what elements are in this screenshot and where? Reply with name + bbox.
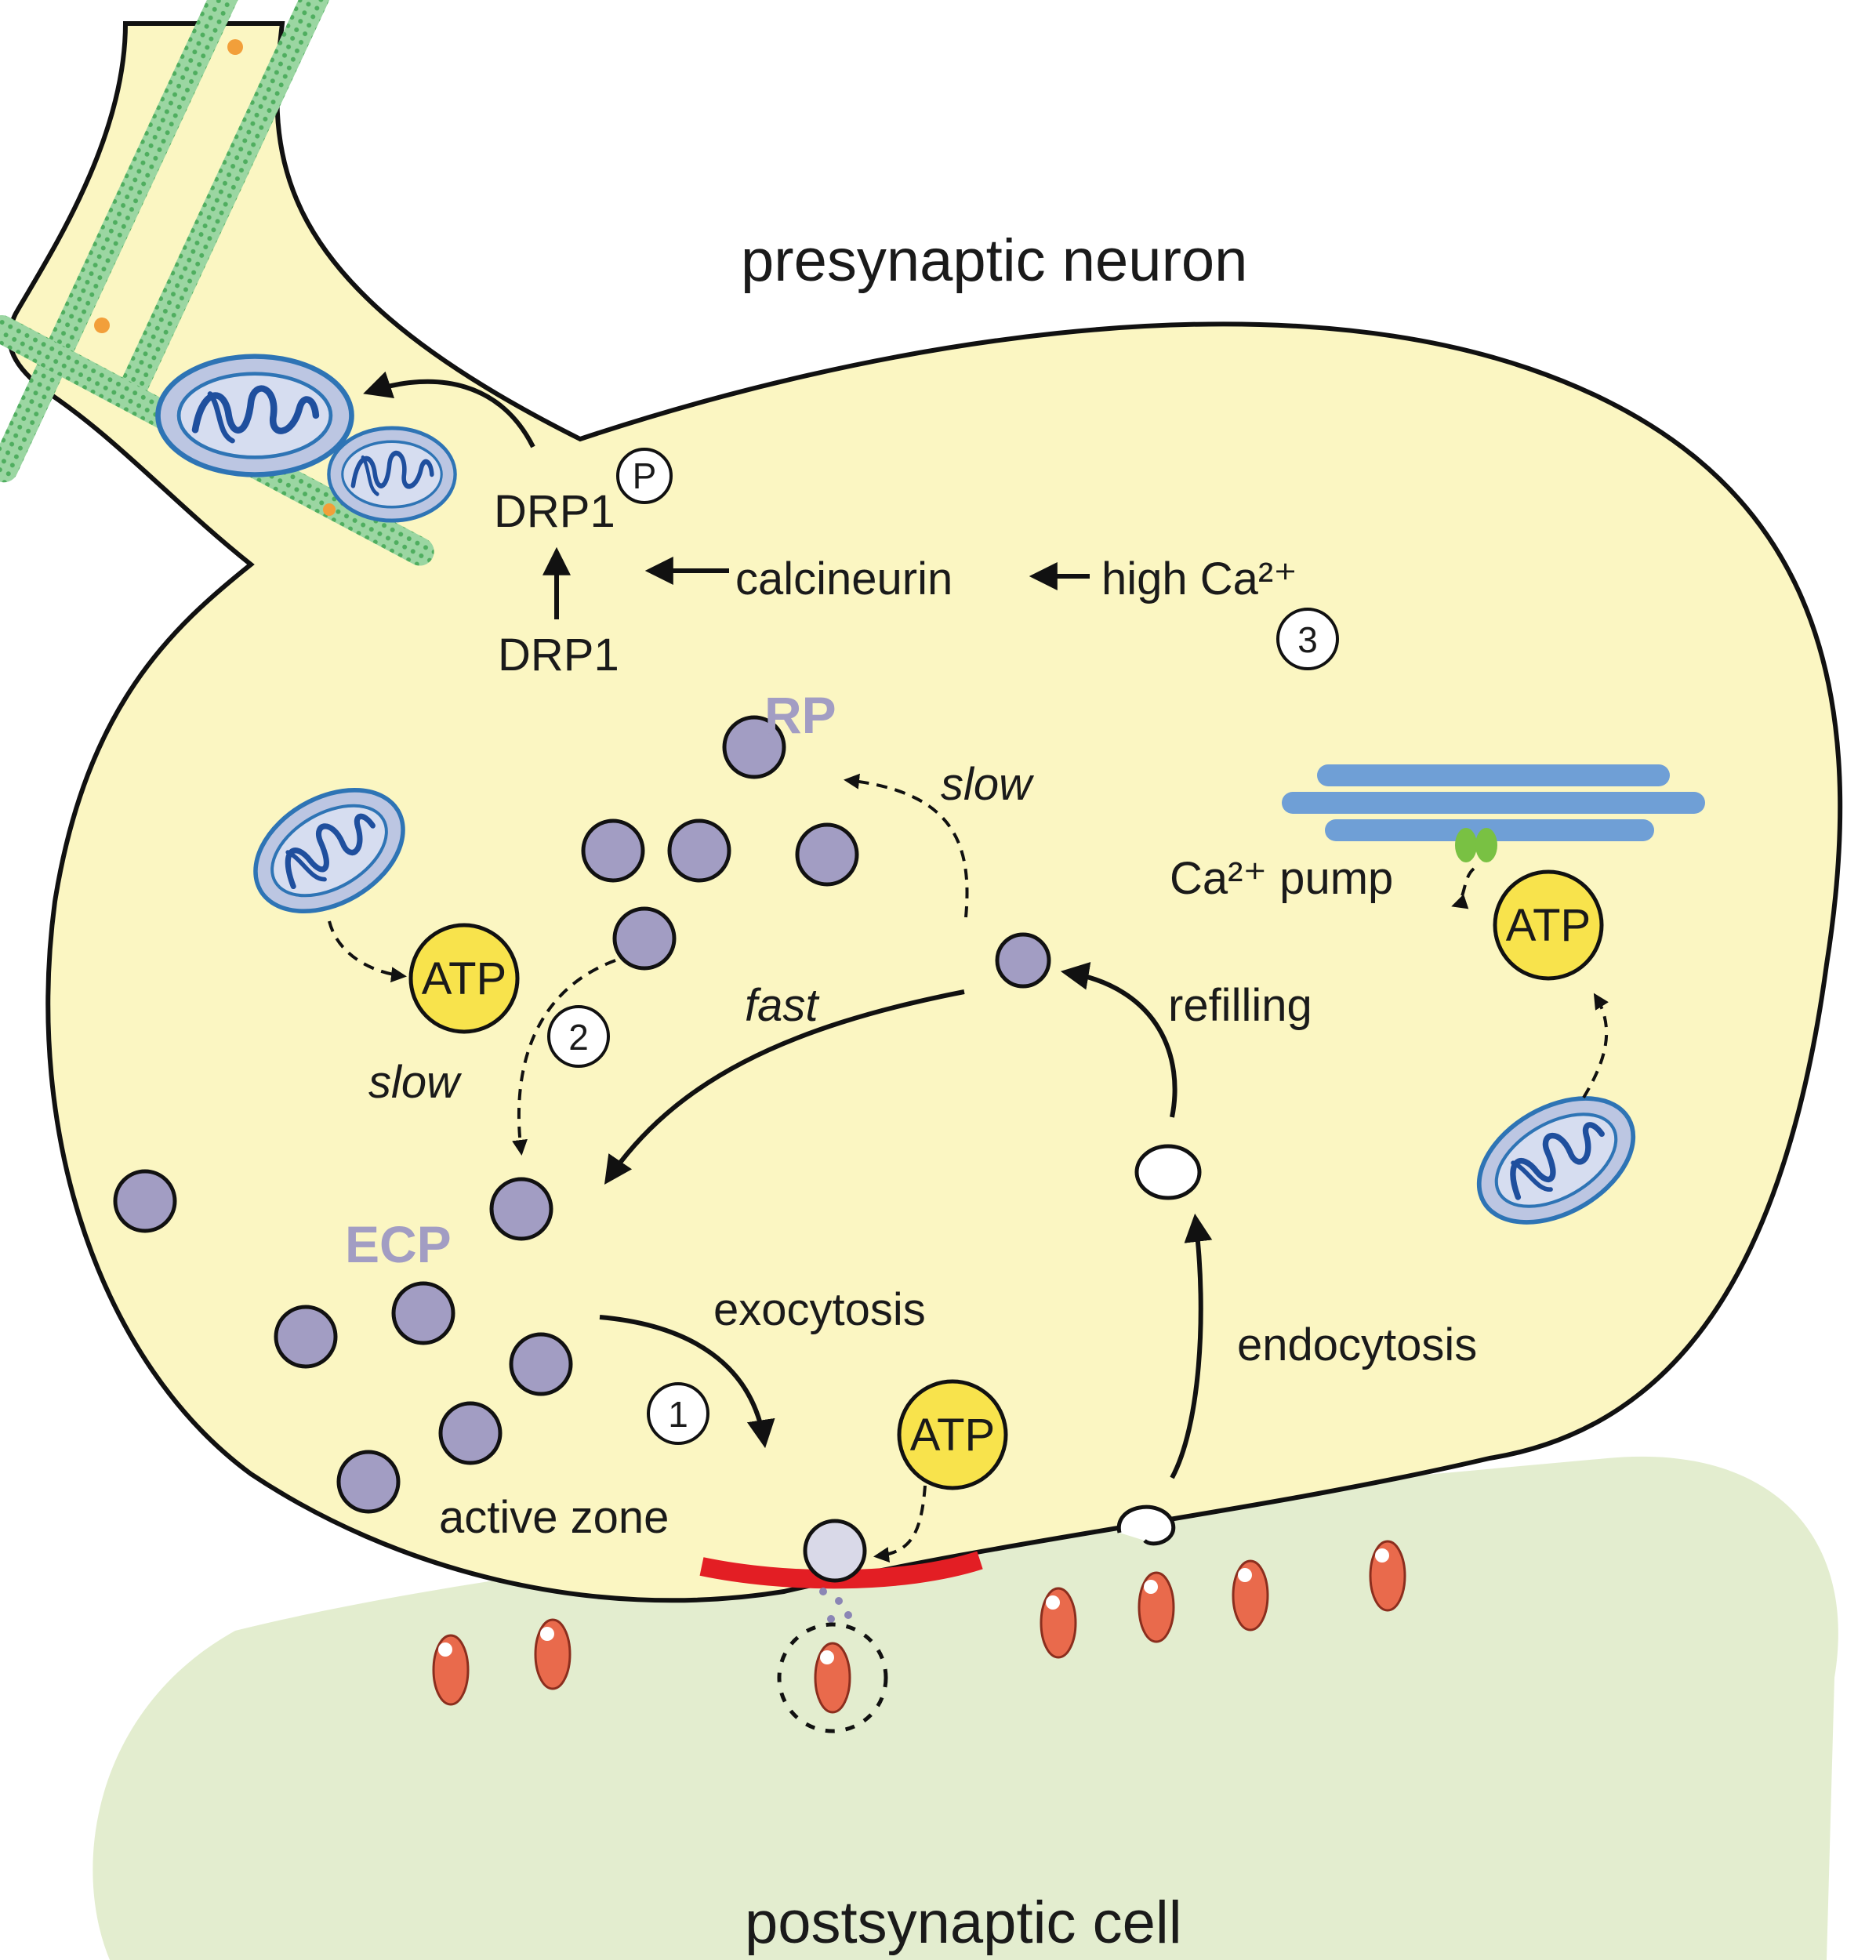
step-3-badge: 3 [1276,608,1339,670]
presynaptic-neuron-body [7,21,1843,1603]
svg-text:ATP: ATP [422,953,507,1004]
atp-bottom: ATP [897,1379,1008,1490]
calcineurin-label: calcineurin [735,554,953,604]
refilling-label: refilling [1168,980,1312,1031]
slow-rp-label: slow [941,759,1034,810]
solid-arrows [363,371,1213,1479]
activation-halo [777,1622,888,1733]
fusing-vesicle [803,1519,867,1623]
recycled-vesicle [1134,1144,1202,1200]
active-zone-label: active zone [439,1492,669,1543]
atp-left: ATP [408,923,520,1034]
fast-label: fast [745,980,820,1031]
endoplasmic-reticulum [1282,764,1705,841]
rp-label: RP [764,686,836,744]
slow-ecp-label: slow [368,1057,462,1108]
atp-right: ATP [1493,869,1604,981]
phospho-badge [616,448,673,504]
svg-text:ATP: ATP [910,1410,996,1461]
ca-pump-label: Ca²⁺ pump [1170,853,1393,904]
high-calcium-label: high Ca²⁺ [1101,554,1297,604]
ecp-label: ECP [345,1215,452,1273]
step-1-badge: 1 [647,1382,709,1445]
endocytosis-label: endocytosis [1237,1319,1477,1370]
phospho-label: P [633,456,657,496]
svg-text:ATP: ATP [1506,900,1591,951]
svg-text:2: 2 [568,1017,589,1058]
synaptic-vesicles [113,715,1051,1514]
postsynaptic-cell-label: postsynaptic cell [745,1889,1182,1956]
dashed-arrows [328,773,1609,1563]
step-2-badge: 2 [547,1005,610,1068]
ca-pump-icon [1455,828,1497,862]
drp1-phosphorylated-label: DRP1 [494,486,615,537]
svg-text:1: 1 [668,1394,688,1435]
drp1-label: DRP1 [498,630,619,681]
endocytic-pit [1116,1504,1176,1546]
svg-text:3: 3 [1297,619,1318,660]
exocytosis-label: exocytosis [713,1284,926,1335]
presynaptic-neuron-label: presynaptic neuron [741,227,1247,294]
